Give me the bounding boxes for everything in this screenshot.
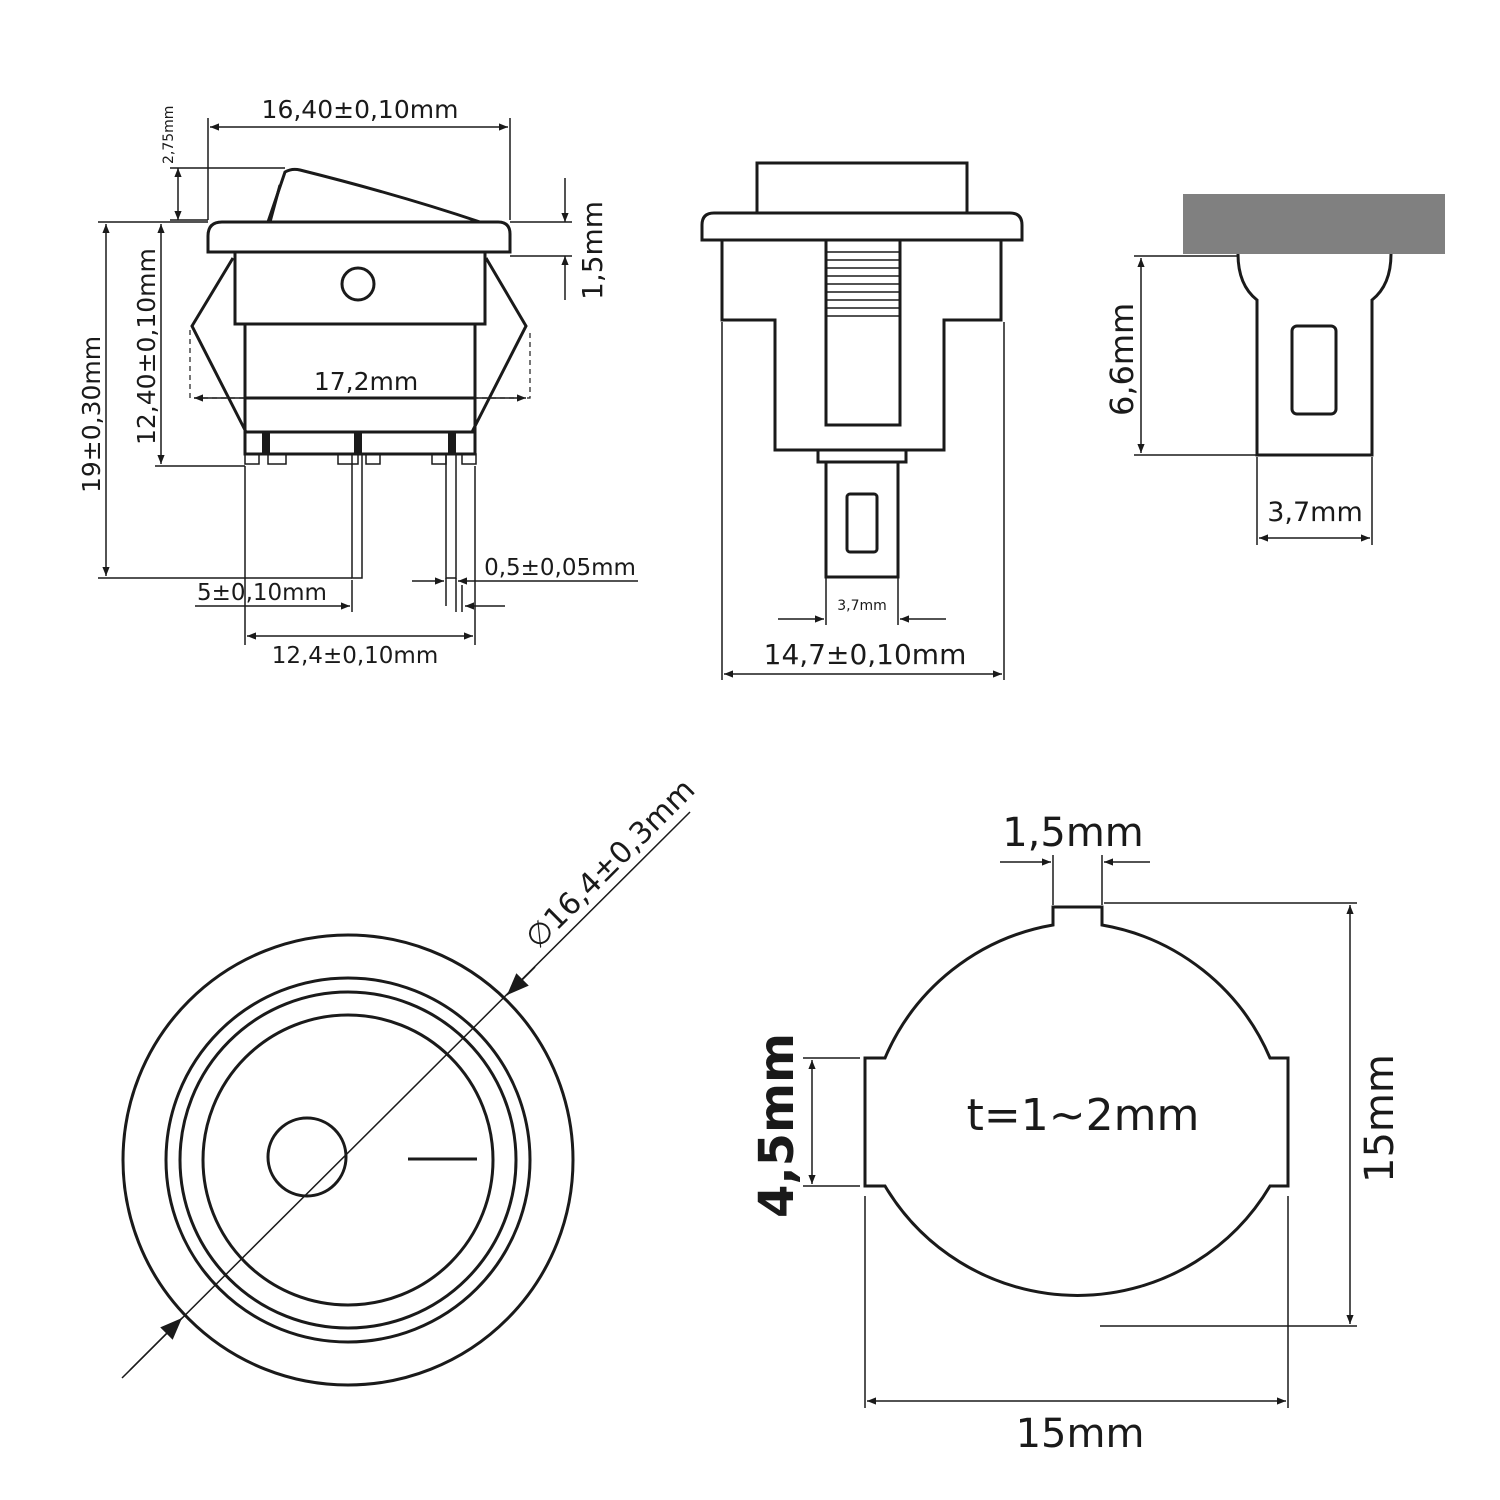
front-slot: [824, 238, 902, 427]
front-terminal: [824, 460, 900, 579]
dim-pin-span: 12,4±0,10mm: [272, 643, 439, 669]
dim-body-height: 12,40±0,10mm: [132, 248, 161, 445]
flange: [206, 220, 512, 254]
dim-clip-width: 3,7mm: [1267, 497, 1363, 528]
right-clip: [470, 257, 528, 433]
dim-rocker-height: 2,75mm: [161, 106, 177, 164]
rocker-shape: [266, 167, 481, 224]
outer-ring: [121, 933, 575, 1387]
clip-terminal: [1236, 253, 1393, 457]
dim-pin-offset: 5±0,10mm: [197, 580, 327, 606]
cutout-view: t=1~2mm 1,5mm 4,5mm 15mm 15mm: [749, 810, 1403, 1457]
dim-height: 15mm: [1357, 1054, 1403, 1183]
cutout-shape: [863, 905, 1290, 1297]
front-view: 3,7mm 14,7±0,10mm: [700, 161, 1024, 680]
side-view: 16,40±0,10mm 2,75mm 1,5mm 19±0,30mm 12,4…: [77, 95, 638, 669]
dim-width-top: 16,40±0,10mm: [262, 95, 459, 124]
front-body: [720, 238, 1003, 452]
dim-notch-width: 1,5mm: [1002, 810, 1144, 856]
front-ribs: [826, 251, 900, 317]
upper-body: [233, 250, 487, 326]
panel-view: 6,6mm 3,7mm: [1103, 194, 1445, 545]
dim-terminal-width: 3,7mm: [837, 598, 887, 614]
off-symbol-icon: [266, 1116, 348, 1198]
front-rocker: [755, 161, 969, 215]
pin-right: [445, 453, 457, 579]
panel-plate: [1183, 194, 1445, 254]
dim-pin-thickness: 0,5±0,05mm: [484, 555, 636, 581]
rocker-face: [201, 1013, 495, 1307]
dim-body-width: 14,7±0,10mm: [764, 638, 967, 671]
top-view: ∅16,4±0,3mm: [121, 772, 702, 1387]
front-flange: [700, 211, 1024, 242]
dim-diameter: ∅16,4±0,3mm: [519, 772, 702, 955]
dim-flange-thickness: 1,5mm: [576, 201, 609, 300]
dim-clip-depth: 6,6mm: [1103, 303, 1141, 416]
dim-clip-span: 17,2mm: [314, 367, 418, 396]
dim-total-height: 19±0,30mm: [77, 336, 106, 493]
thickness-label: t=1~2mm: [967, 1090, 1200, 1141]
dim-width: 15mm: [1016, 1411, 1145, 1457]
left-clip: [190, 257, 248, 433]
indicator-circle: [340, 266, 376, 302]
dim-tab-height: 4,5mm: [749, 1033, 805, 1218]
pin-center: [351, 453, 363, 579]
